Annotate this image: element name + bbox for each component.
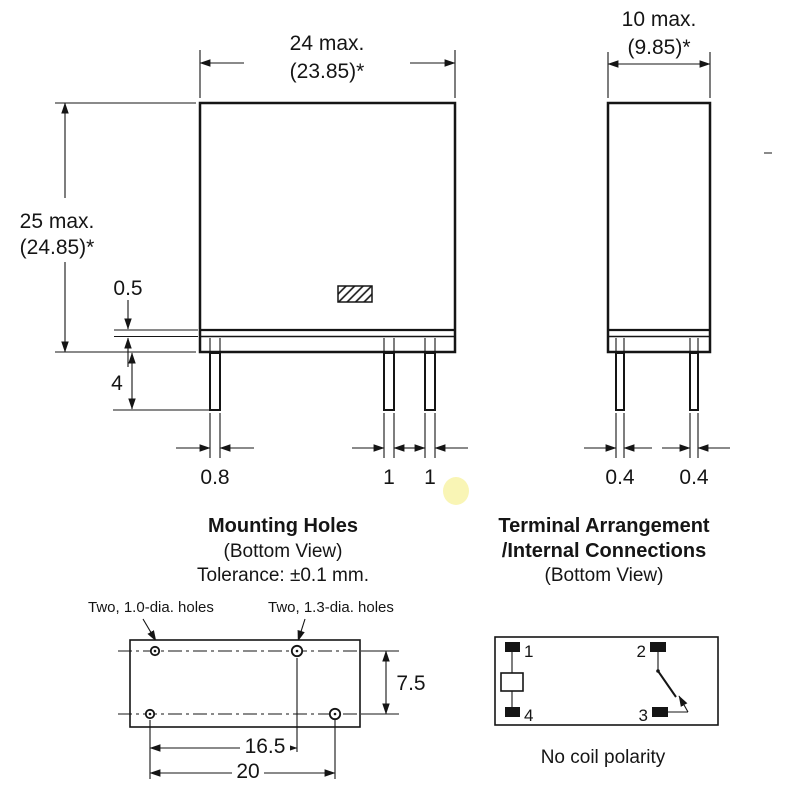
front-pin-length-dim: 4	[111, 352, 214, 411]
mounting-plate-outline	[129, 639, 361, 728]
front-view: 24 max. (23.85)* 25 max. (24.85)*	[20, 32, 468, 489]
front-pin-roots	[209, 338, 436, 352]
terminal-subtitle: (Bottom View)	[545, 565, 664, 586]
mounting-subtitle: (Bottom View)	[224, 541, 343, 562]
side-pin-width-right-value: 0.4	[679, 466, 709, 489]
terminal-4-label: 4	[524, 706, 533, 725]
terminal-2-label: 2	[637, 642, 646, 661]
contact-symbol	[656, 652, 689, 713]
front-standoff-dim: 0.5	[113, 277, 198, 367]
side-width-dim: 10 max. (9.85)*	[607, 8, 711, 98]
relay-case-side	[606, 101, 712, 354]
case-marking	[337, 285, 373, 303]
front-height-dim: 25 max. (24.85)*	[20, 102, 196, 353]
large-holes-leader	[297, 618, 306, 642]
front-height-max: 25 max.	[20, 210, 95, 233]
terminal-2-pad	[650, 642, 666, 652]
pin-width-mid-value: 1	[383, 466, 395, 489]
row-spacing-value: 7.5	[396, 672, 425, 695]
front-width-max: 24 max.	[290, 32, 365, 55]
pin-width-left-value: 0.8	[200, 466, 229, 489]
small-holes-label: Two, 1.0-dia. holes	[88, 599, 214, 616]
inner-spacing-value: 16.5	[245, 735, 286, 758]
relay-case-front	[198, 101, 457, 354]
side-pin-width-dims: 0.4 0.4	[584, 413, 730, 489]
pin-width-right-value: 1	[424, 466, 436, 489]
terminal-title-line1: Terminal Arrangement	[498, 515, 710, 537]
side-width-max: 10 max.	[622, 8, 697, 31]
mounting-tolerance: Tolerance: ±0.1 mm.	[197, 565, 369, 586]
side-pins	[615, 352, 699, 411]
terminal-arrangement-section: Terminal Arrangement /Internal Connectio…	[494, 515, 719, 768]
front-pin-width-dims: 0.8 1 1	[176, 413, 468, 489]
side-pin-width-left-value: 0.4	[605, 466, 635, 489]
coil-polarity-note: No coil polarity	[541, 747, 666, 768]
terminal-3-label: 3	[639, 706, 648, 725]
terminal-3-pad	[652, 707, 668, 717]
row-spacing-dim: 7.5	[364, 650, 426, 715]
pin-length-value: 4	[111, 372, 123, 395]
outer-spacing-value: 20	[236, 760, 259, 783]
mounting-title: Mounting Holes	[208, 515, 358, 537]
front-width-dim: 24 max. (23.85)*	[199, 32, 456, 98]
outer-spacing-dim: 20	[149, 760, 336, 783]
mounting-holes	[144, 644, 342, 721]
contact-blade	[657, 670, 677, 698]
inner-spacing-dim: 16.5	[149, 735, 298, 758]
highlight-artifact	[443, 477, 469, 505]
large-holes-label: Two, 1.3-dia. holes	[268, 599, 394, 616]
front-pins	[209, 352, 436, 411]
terminal-title-line2: /Internal Connections	[502, 540, 706, 562]
coil-symbol	[500, 652, 524, 707]
side-width-ref: (9.85)*	[627, 36, 690, 59]
front-width-ref: (23.85)*	[290, 60, 365, 83]
standoff-value: 0.5	[113, 277, 142, 300]
terminal-1-pad	[505, 642, 520, 652]
small-holes-leader	[142, 618, 157, 642]
terminal-4-pad	[505, 707, 520, 717]
terminal-box	[494, 636, 719, 726]
side-pin-roots	[615, 338, 699, 352]
front-height-ref: (24.85)*	[20, 236, 95, 259]
side-view: 10 max. (9.85)* 0.4 0.4	[584, 8, 730, 489]
mounting-holes-section: Mounting Holes (Bottom View) Tolerance: …	[88, 515, 426, 783]
terminal-1-label: 1	[524, 642, 533, 661]
